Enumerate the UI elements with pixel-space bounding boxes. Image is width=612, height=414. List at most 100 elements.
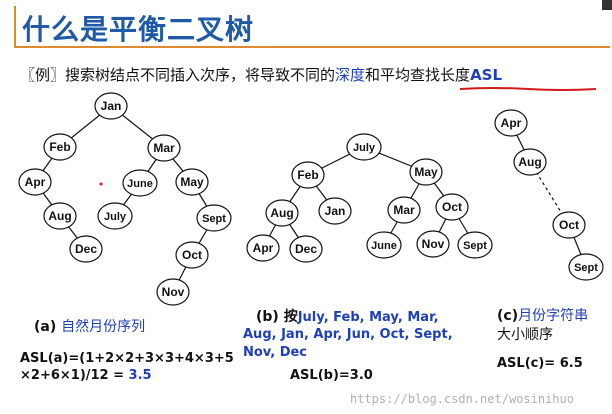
tree-node-b-july: July xyxy=(346,133,382,161)
node-label: Oct xyxy=(182,248,202,262)
caption-b-order-3: Nov, Dec xyxy=(243,345,308,360)
node-circle xyxy=(366,231,402,259)
node-circle xyxy=(568,253,604,281)
node-circle xyxy=(175,168,209,196)
tree-node-b-mar: Mar xyxy=(387,196,421,224)
node-circle xyxy=(43,202,77,230)
title-divider xyxy=(14,46,610,48)
red-underline xyxy=(459,87,597,91)
intro-and: 和 xyxy=(365,66,381,84)
node-circle xyxy=(43,133,77,161)
tree-node-a-aug: Aug xyxy=(43,202,77,230)
asl-a-line2-prefix: ×2+6×1)/12 = xyxy=(20,368,129,383)
tree-node-b-oct: Oct xyxy=(435,193,469,221)
node-label: Aug xyxy=(270,206,293,220)
tree-node-c-sept: Sept xyxy=(568,253,604,281)
intro-prefix: 〖例〗搜索树结点不同插入次序，将导致不同的 xyxy=(20,66,336,84)
intro-asl: ASL xyxy=(470,66,503,84)
node-circle xyxy=(69,235,103,263)
tree-node-b-dec: Dec xyxy=(289,235,323,263)
node-circle xyxy=(318,197,352,225)
node-circle xyxy=(265,199,299,227)
asl-a-line1: ASL(a)=(1+2×2+3×3+4×3+5 xyxy=(20,351,234,366)
node-circle xyxy=(97,202,133,230)
caption-b-order-1: July, Feb, May, Mar, xyxy=(297,310,439,325)
node-circle xyxy=(156,278,190,306)
node-label: Apr xyxy=(501,116,522,130)
tree-node-a-apr: Apr xyxy=(18,168,52,196)
node-label: Jan xyxy=(325,204,346,218)
tree-node-b-feb: Feb xyxy=(291,161,325,189)
node-circle xyxy=(494,109,528,137)
node-label: June xyxy=(371,240,397,252)
title-accent-bar xyxy=(14,6,16,48)
node-circle xyxy=(346,133,382,161)
tree-node-b-aug: Aug xyxy=(265,199,299,227)
tree-node-b-may: May xyxy=(409,158,443,186)
caption-b-label: (b) 按 xyxy=(256,309,298,325)
node-label: Apr xyxy=(253,241,274,255)
tree-node-a-jan: Jan xyxy=(94,92,128,120)
node-circle xyxy=(94,92,128,120)
tree-node-a-dec: Dec xyxy=(69,235,103,263)
node-label: Dec xyxy=(295,242,317,256)
node-label: Nov xyxy=(162,285,185,299)
node-label: July xyxy=(104,211,127,223)
tree-node-c-apr: Apr xyxy=(494,109,528,137)
tree-node-a-may: May xyxy=(175,168,209,196)
watermark: https://blog.csdn.net/wosinihuo xyxy=(350,392,574,406)
node-circle xyxy=(416,230,450,258)
node-circle xyxy=(289,235,323,263)
node-circle xyxy=(147,134,181,162)
asl-b: ASL(b)=3.0 xyxy=(290,368,373,383)
node-circle xyxy=(18,168,52,196)
node-circle xyxy=(175,241,209,269)
asl-a-value: 3.5 xyxy=(128,368,152,383)
tree-node-b-jan: Jan xyxy=(318,197,352,225)
caption-a-label: (a) xyxy=(34,319,62,335)
node-label: Nov xyxy=(422,237,445,251)
node-circle xyxy=(246,234,280,262)
caption-c-text-2: 大小顺序 xyxy=(497,327,553,343)
corner-marker xyxy=(602,0,612,10)
caption-c-label: (c) xyxy=(497,308,519,324)
tree-node-a-feb: Feb xyxy=(43,133,77,161)
node-circle xyxy=(122,169,158,197)
node-label: Oct xyxy=(559,218,579,232)
node-circle xyxy=(552,211,586,239)
node-label: Sept xyxy=(463,240,487,252)
node-label: Jan xyxy=(101,99,122,113)
caption-b: (b) 按July, Feb, May, Mar, xyxy=(256,306,439,326)
node-label: Sept xyxy=(202,213,226,225)
red-dot-mark xyxy=(99,182,103,186)
node-label: Mar xyxy=(153,141,175,155)
tree-node-b-nov: Nov xyxy=(416,230,450,258)
asl-a-line2: ×2+6×1)/12 = 3.5 xyxy=(20,368,152,383)
tree-node-c-aug: Aug xyxy=(513,148,547,176)
node-label: Apr xyxy=(25,175,46,189)
node-label: May xyxy=(414,165,438,179)
tree-node-a-july: July xyxy=(97,202,133,230)
tree-node-a-oct: Oct xyxy=(175,241,209,269)
node-circle xyxy=(435,193,469,221)
tree-node-a-june: June xyxy=(122,169,158,197)
node-label: June xyxy=(127,178,153,190)
tree-node-b-june: June xyxy=(366,231,402,259)
intro-depth: 深度 xyxy=(335,66,366,84)
tree-node-b-apr: Apr xyxy=(246,234,280,262)
intro-avg-length: 平均查找长度 xyxy=(380,66,471,84)
node-label: Sept xyxy=(574,262,598,274)
node-circle xyxy=(513,148,547,176)
caption-b-order-2: Aug, Jan, Apr, Jun, Oct, Sept, xyxy=(243,327,453,342)
node-label: May xyxy=(180,175,204,189)
node-label: Feb xyxy=(49,140,70,154)
node-label: Mar xyxy=(393,203,415,217)
intro-sentence: 〖例〗搜索树结点不同插入次序，将导致不同的深度和平均查找长度ASL xyxy=(20,64,502,85)
caption-c-text-1: 月份字符串 xyxy=(518,308,589,324)
tree-node-b-sept: Sept xyxy=(457,231,493,259)
caption-a-text: 自然月份序列 xyxy=(61,319,146,335)
tree-node-a-sept: Sept xyxy=(196,204,232,232)
